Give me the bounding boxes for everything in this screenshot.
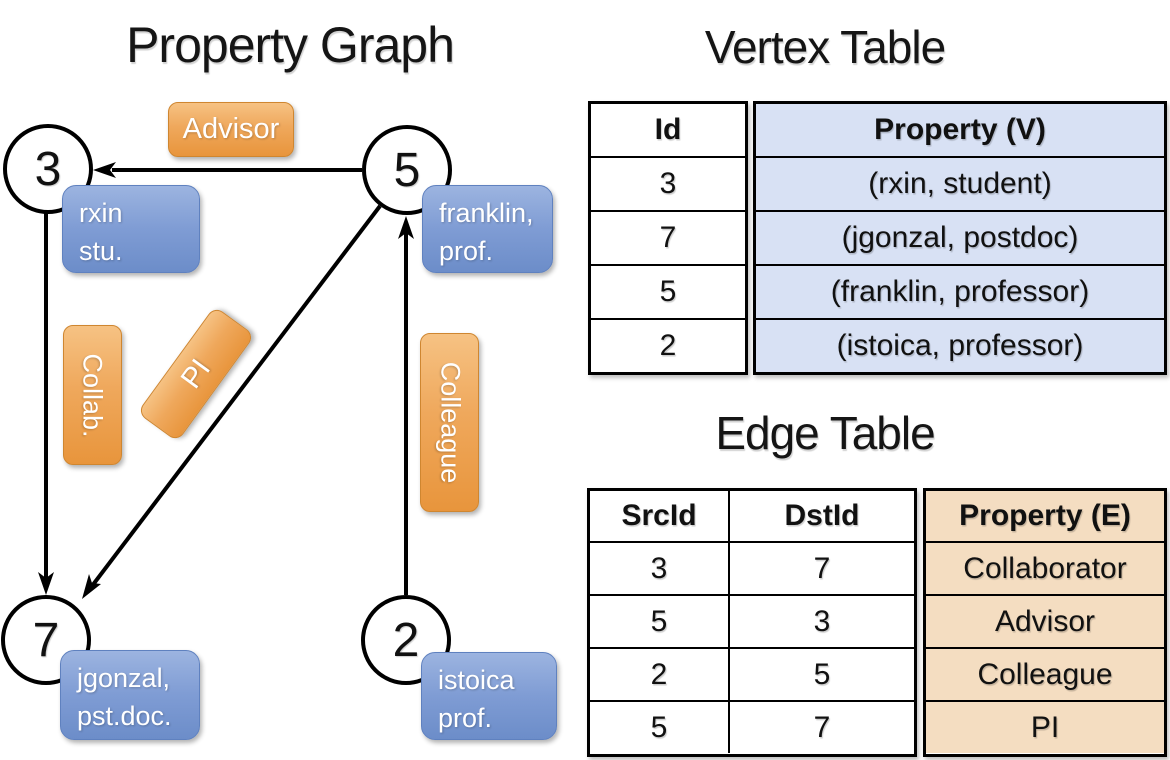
node-id-5: 5 bbox=[393, 143, 421, 197]
arrowhead-2-5 bbox=[398, 216, 414, 239]
edge-table-title: Edge Table bbox=[715, 407, 935, 459]
edge-table-dst-cell: 5 bbox=[728, 649, 914, 700]
edge-label-collab-text: Collab. bbox=[78, 352, 109, 438]
edge-table-property-cell: Collaborator bbox=[926, 541, 1164, 594]
vertex-table-property-cell: (istoica, professor) bbox=[756, 318, 1164, 372]
vertex-table-id-block: Id 3 7 5 2 bbox=[588, 101, 748, 375]
node-id-7: 7 bbox=[32, 613, 60, 667]
vertex-prop-7-line2: pst.doc. bbox=[77, 701, 172, 732]
vertex-table-id-header: Id bbox=[654, 113, 682, 146]
vertex-table-id-cell: 3 bbox=[591, 156, 745, 210]
edge-table-property-header: Property (E) bbox=[926, 491, 1164, 541]
edge-table-property-cell: Colleague bbox=[926, 647, 1164, 700]
vertex-prop-box-2: istoica prof. bbox=[421, 652, 557, 740]
vertex-prop-box-5: franklin, prof. bbox=[422, 185, 553, 273]
vertex-table-id-cell: 7 bbox=[591, 210, 745, 264]
vertex-table-property-cell: (rxin, student) bbox=[756, 156, 1164, 210]
edge-table-dst-cell: 7 bbox=[728, 543, 914, 594]
vertex-prop-3-line1: rxin bbox=[79, 198, 123, 228]
vertex-table-id-cell: 2 bbox=[591, 318, 745, 372]
vertex-prop-5-line2: prof. bbox=[439, 236, 494, 267]
node-id-2: 2 bbox=[392, 613, 420, 667]
edge-table-src-cell: 5 bbox=[650, 604, 668, 638]
edge-table-src-header: SrcId bbox=[621, 499, 697, 532]
edge-table-dst-cell: 3 bbox=[728, 596, 914, 647]
vertex-table-property-cell: (jgonzal, postdoc) bbox=[756, 210, 1164, 264]
vertex-prop-2-line2: prof. bbox=[438, 703, 493, 734]
edge-table-dst-header: DstId bbox=[728, 491, 914, 541]
property-graph-title: Property Graph bbox=[126, 17, 455, 73]
edge-table-dst-cell: 7 bbox=[728, 702, 914, 753]
edge-table-property-block: Property (E) Collaborator Advisor Collea… bbox=[923, 488, 1167, 757]
vertex-table-property-header: Property (V) bbox=[756, 104, 1164, 156]
edge-label-collab: Collab. bbox=[63, 325, 122, 465]
edge-5-7 bbox=[90, 204, 382, 588]
vertex-prop-3-line2: stu. bbox=[79, 236, 123, 267]
arrowhead-5-7 bbox=[82, 574, 101, 599]
edge-label-advisor: Advisor bbox=[168, 102, 294, 157]
edge-table-ids-block: SrcId DstId 3 7 5 3 2 5 5 7 bbox=[587, 488, 917, 757]
arrowhead-5-3 bbox=[93, 162, 116, 178]
node-id-3: 3 bbox=[34, 142, 62, 196]
edge-table-property-cell: Advisor bbox=[926, 594, 1164, 647]
edge-table-src-cell: 2 bbox=[650, 657, 668, 691]
edge-label-colleague: Colleague bbox=[420, 333, 479, 512]
edge-table-property-cell: PI bbox=[926, 700, 1164, 753]
edge-table-src-cell: 3 bbox=[650, 551, 668, 585]
vertex-prop-box-3: rxin stu. bbox=[62, 185, 200, 273]
edge-table-src-cell: 5 bbox=[650, 710, 668, 744]
vertex-prop-7-line1: jgonzal, bbox=[77, 663, 171, 693]
vertex-table-id-cell: 5 bbox=[591, 264, 745, 318]
arrowhead-3-7 bbox=[38, 572, 54, 595]
vertex-table-title: Vertex Table bbox=[704, 21, 946, 73]
vertex-prop-2-line1: istoica bbox=[438, 665, 515, 695]
vertex-table-property-cell: (franklin, professor) bbox=[756, 264, 1164, 318]
edge-label-colleague-text: Colleague bbox=[435, 361, 465, 484]
vertex-table-property-block: Property (V) (rxin, student) (jgonzal, p… bbox=[753, 101, 1167, 375]
vertex-prop-box-7: jgonzal, pst.doc. bbox=[60, 650, 200, 740]
vertex-prop-5-line1: franklin, bbox=[439, 198, 534, 228]
